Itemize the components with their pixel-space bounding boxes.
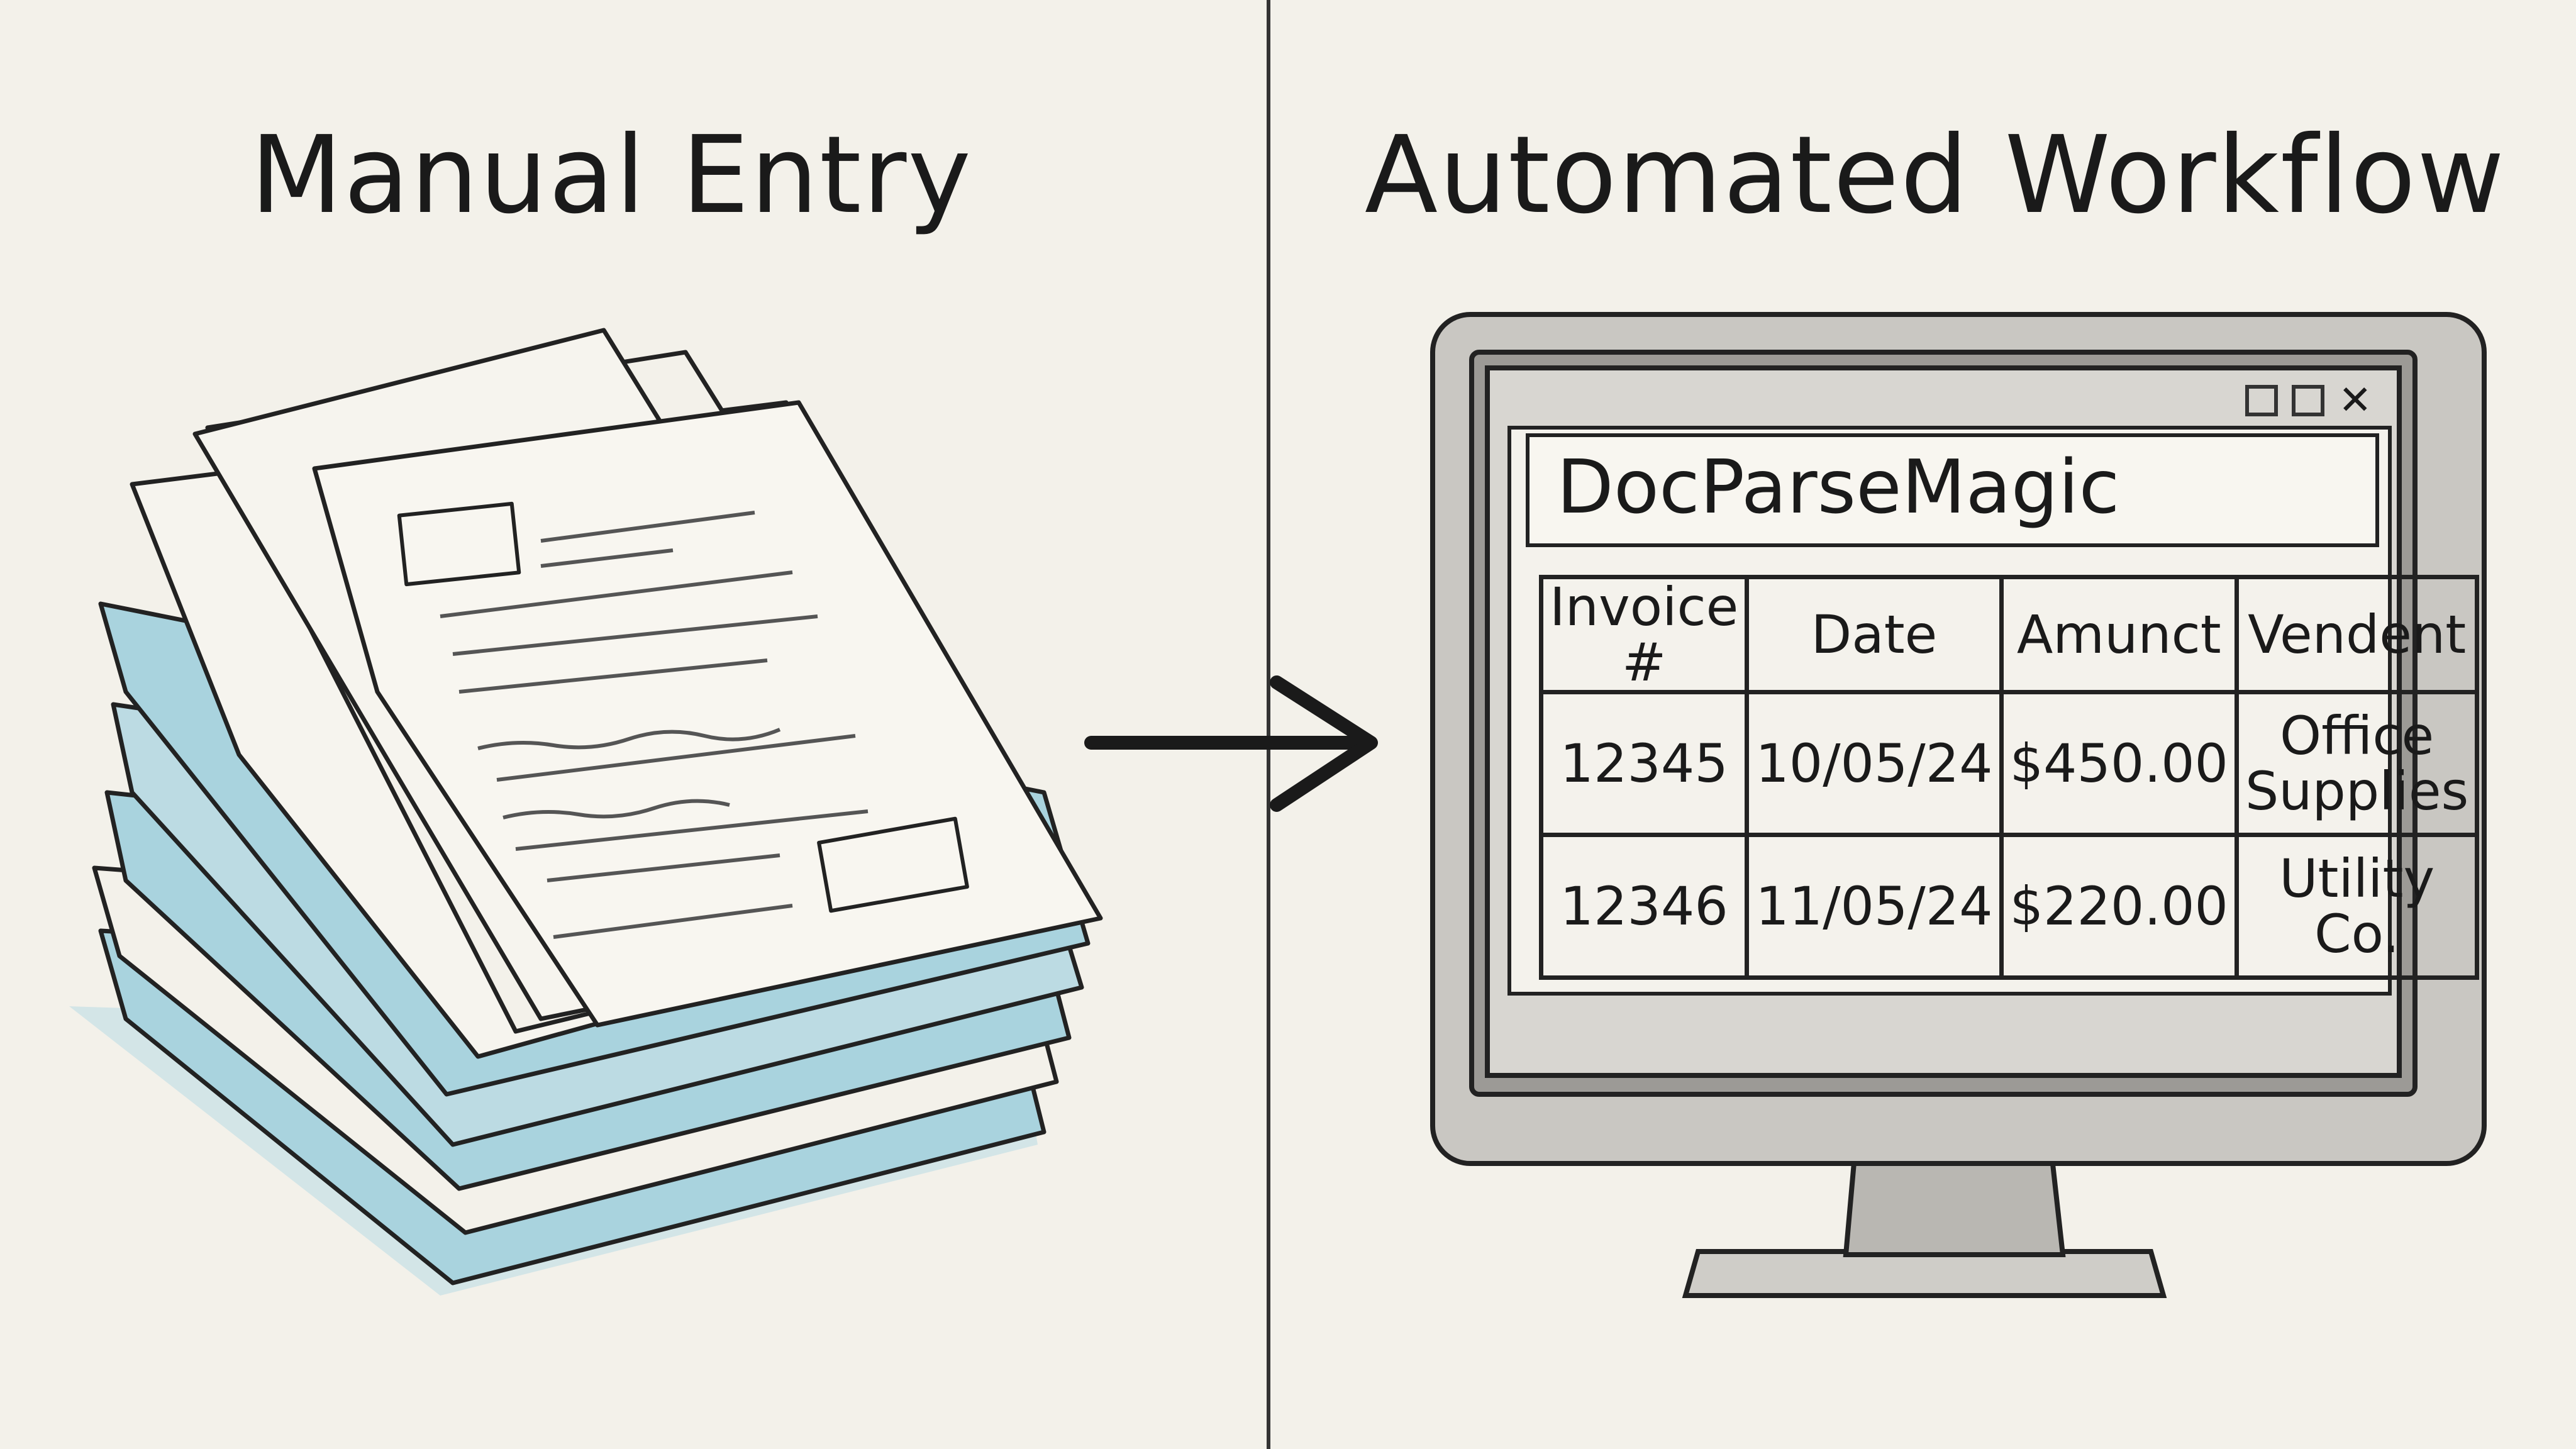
automated-workflow-heading: Automated Workflow [1364, 113, 2506, 238]
table-cell: $220.00 [1999, 833, 2239, 980]
column-header: Vendent [2234, 574, 2480, 695]
table-cell: Utility Co. [2234, 833, 2480, 980]
table-header-row: Invoice # Date Amunct Vendent [1538, 574, 2480, 695]
manual-entry-heading: Manual Entry [250, 113, 973, 238]
column-header: Amunct [1999, 574, 2239, 695]
paper-stack [69, 328, 1103, 1296]
table-cell: 11/05/24 [1745, 833, 2004, 980]
table-cell: 12346 [1538, 833, 1750, 980]
table-cell: 12345 [1538, 690, 1750, 838]
table-row: 12346 11/05/24 $220.00 Utility Co. [1538, 833, 2480, 980]
maximize-icon[interactable] [2292, 385, 2324, 416]
arrow-icon [1084, 675, 1378, 812]
table-row: 12345 10/05/24 $450.00 Office Supplies [1538, 690, 2480, 838]
close-icon[interactable]: ✕ [2338, 377, 2372, 424]
table-cell: Office Supplies [2234, 690, 2480, 838]
window-controls: ✕ [2245, 377, 2372, 424]
table-cell: $450.00 [1999, 690, 2239, 838]
app-title: DocParseMagic [1557, 443, 2120, 530]
minimize-icon[interactable] [2245, 385, 2278, 416]
table-cell: 10/05/24 [1745, 690, 2004, 838]
column-header: Invoice # [1538, 574, 1750, 695]
column-header: Date [1745, 574, 2004, 695]
invoice-table: Invoice # Date Amunct Vendent 12345 10/0… [1538, 574, 2480, 980]
